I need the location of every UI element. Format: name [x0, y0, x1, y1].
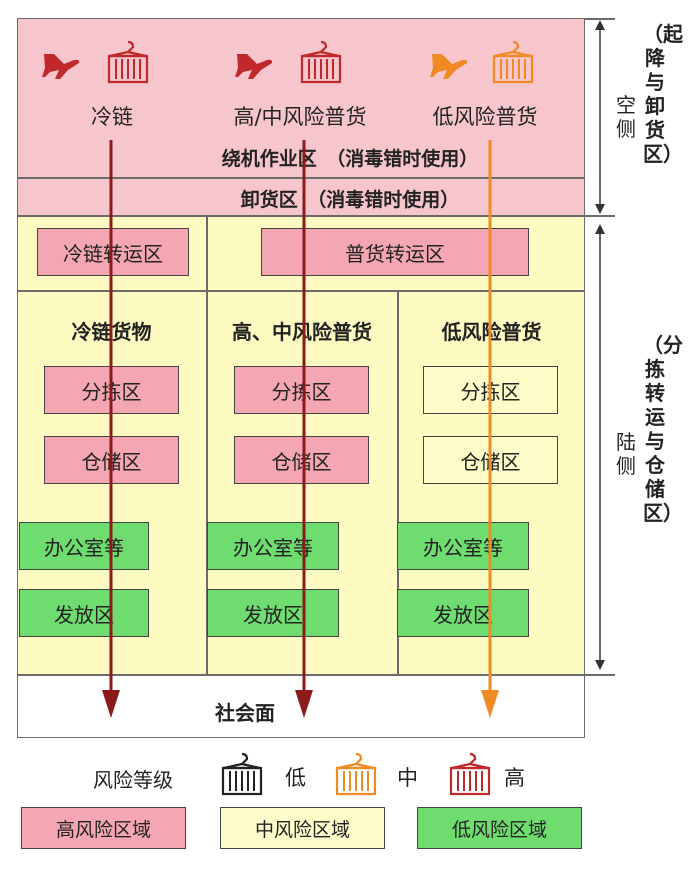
storage-area: 仓储区 — [234, 436, 369, 484]
plane-icon — [235, 54, 273, 79]
divider — [397, 290, 399, 674]
divider — [17, 290, 585, 292]
plane-icon — [42, 54, 80, 79]
divider — [585, 215, 615, 217]
low-arrowhead — [481, 690, 499, 718]
legend-high-risk-zone: 高风险区域 — [21, 807, 186, 849]
risk-high-label: 高 — [504, 766, 525, 790]
category-label-cold-chain: 冷链 — [91, 105, 133, 129]
container-icon — [300, 40, 342, 84]
divider — [206, 215, 208, 674]
container-icon — [492, 40, 534, 84]
airside-description: （起降与卸货区） — [643, 22, 683, 166]
office-area: 办公室等 — [19, 522, 149, 570]
divider — [17, 215, 585, 217]
office-area: 办公室等 — [207, 522, 339, 570]
container-icon — [335, 752, 377, 796]
divider — [17, 674, 585, 676]
airside-label: 空侧 — [616, 93, 636, 141]
legend-low-risk-zone: 低风险区域 — [417, 807, 582, 849]
high-mid-arrowhead — [295, 690, 313, 718]
container-icon — [107, 40, 149, 84]
category-label-low-general: 低风险普货 — [432, 105, 538, 129]
container-icon — [449, 752, 491, 796]
unload-area-label: 卸货区 （消毒错时使用） — [240, 189, 460, 211]
divider — [585, 18, 615, 20]
cold-chain-arrowhead — [102, 690, 120, 718]
diagram-frame — [17, 18, 585, 738]
category-label-high-mid-general: 高/中风险普货 — [233, 105, 367, 129]
landside-dimension-arrow — [595, 224, 605, 670]
plane-icon — [430, 54, 468, 79]
airside-dimension-arrow — [595, 20, 605, 214]
container-icon — [221, 752, 263, 796]
risk-low-label: 低 — [285, 766, 306, 790]
release-area: 发放区 — [207, 589, 339, 637]
risk-level-title: 风险等级 — [93, 768, 173, 792]
divider — [585, 674, 615, 676]
society-label: 社会面 — [215, 701, 275, 725]
cold-chain-transfer-area: 冷链转运区 — [37, 228, 189, 276]
divider — [17, 177, 585, 179]
column-title-high-mid-general: 高、中风险普货 — [232, 320, 372, 344]
release-area: 发放区 — [397, 589, 529, 637]
taxi-area-label: 绕机作业区 （消毒错时使用） — [221, 148, 479, 170]
general-transfer-area: 普货转运区 — [261, 228, 529, 276]
landside-description: （分拣转运与仓储区） — [643, 333, 683, 525]
sorting-area: 分拣区 — [234, 366, 369, 414]
legend-medium-risk-zone: 中风险区域 — [220, 807, 385, 849]
landside-label: 陆侧 — [616, 430, 636, 478]
risk-medium-label: 中 — [397, 766, 418, 790]
release-area: 发放区 — [19, 589, 149, 637]
